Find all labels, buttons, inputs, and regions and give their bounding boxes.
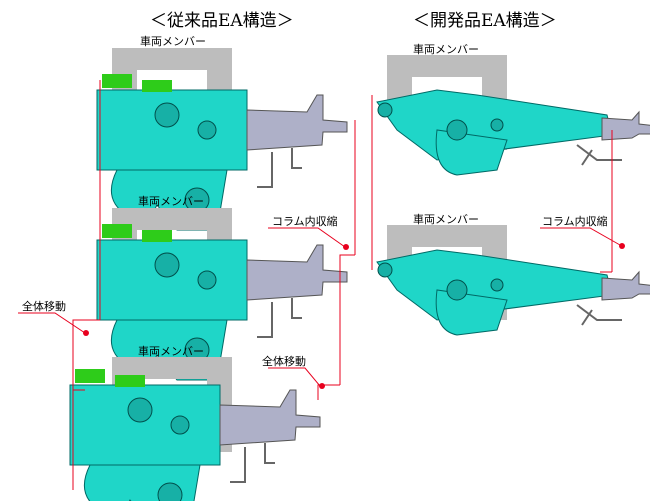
column-assembly-developed-1 bbox=[376, 89, 650, 176]
label-column-contraction-right: コラム内収縮 bbox=[542, 215, 608, 228]
column-assembly-developed-2 bbox=[376, 249, 650, 336]
column-assembly-conventional-1 bbox=[96, 73, 348, 231]
label-overall-movement-2: 全体移動 bbox=[262, 355, 306, 368]
title-conventional: ＜従来品EA構造＞ bbox=[150, 11, 294, 31]
label-column-contraction-left: コラム内収縮 bbox=[272, 215, 338, 228]
column-assembly-conventional-2 bbox=[96, 223, 348, 381]
title-developed: ＜開発品EA構造＞ bbox=[413, 11, 557, 31]
label-overall-movement-1: 全体移動 bbox=[22, 300, 66, 313]
label-vehicle-member-1: 車両メンバー bbox=[140, 35, 206, 48]
markers bbox=[83, 243, 625, 389]
label-vehicle-member-3: 車両メンバー bbox=[138, 345, 204, 358]
label-vehicle-member-4: 車両メンバー bbox=[413, 43, 479, 56]
column-assembly-conventional-3 bbox=[69, 368, 321, 501]
dimension-lines bbox=[18, 80, 621, 490]
label-vehicle-member-2: 車両メンバー bbox=[138, 195, 204, 208]
label-vehicle-member-5: 車両メンバー bbox=[413, 213, 479, 226]
